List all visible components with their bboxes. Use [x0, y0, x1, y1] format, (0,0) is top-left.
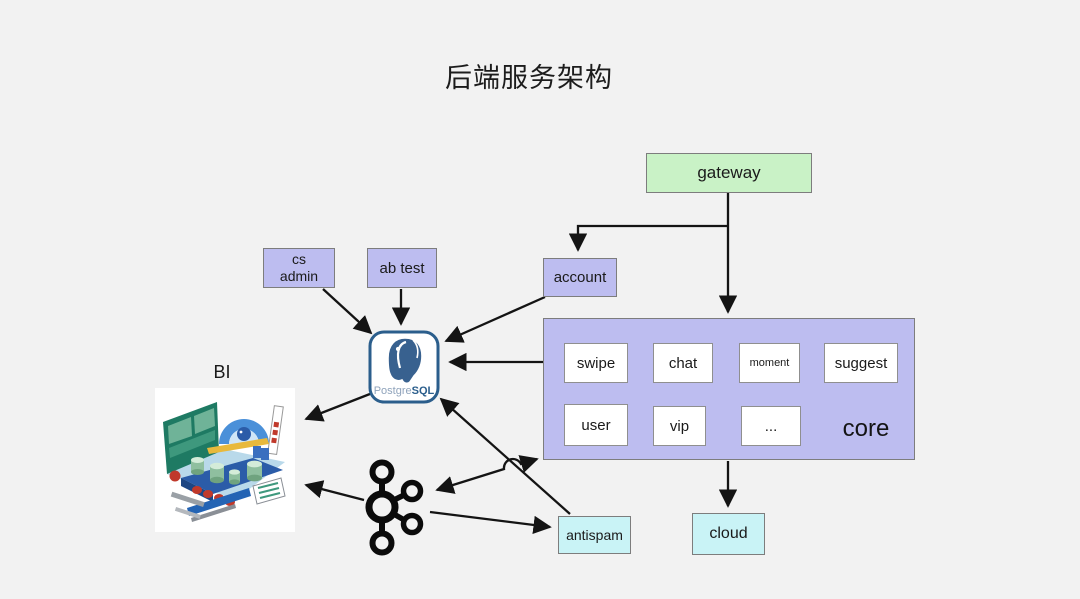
- edge-account-postgres: [444, 295, 546, 343]
- bi-label: BI: [213, 362, 231, 382]
- edge-kafka-core-bidirectional: [435, 455, 539, 494]
- core-service-user: user: [564, 404, 628, 446]
- edge-postgres-bi: [304, 390, 376, 422]
- core-service-vip: vip: [653, 406, 706, 446]
- edge-csadmin-postgres: [322, 288, 373, 335]
- node-cs-admin: cs admin: [263, 248, 335, 288]
- kafka-icon: [365, 459, 424, 556]
- edge-gateway-account: [568, 224, 728, 252]
- diagram-title: 后端服务架构: [445, 63, 613, 93]
- svg-text:PostgreSQL: PostgreSQL: [374, 385, 435, 397]
- core-service-suggest: suggest: [824, 343, 898, 383]
- node-gateway: gateway: [646, 153, 812, 193]
- node-core: swipe chat moment suggest user vip ... c…: [543, 318, 915, 460]
- core-service-swipe: swipe: [564, 343, 628, 383]
- node-account: account: [543, 258, 617, 297]
- edge-kafka-antispam: [429, 510, 552, 535]
- core-service-chat: chat: [653, 343, 713, 383]
- core-label: core: [842, 415, 890, 442]
- node-antispam: antispam: [558, 516, 631, 554]
- node-cloud: cloud: [692, 513, 765, 555]
- postgresql-elephant-icon: PostgreSQL: [368, 330, 440, 404]
- postgres-elephant: [387, 337, 423, 385]
- node-ab-test: ab test: [367, 248, 437, 288]
- core-service-more: ...: [741, 406, 801, 446]
- bi-illustration: [155, 388, 295, 532]
- core-service-moment: moment: [739, 343, 800, 383]
